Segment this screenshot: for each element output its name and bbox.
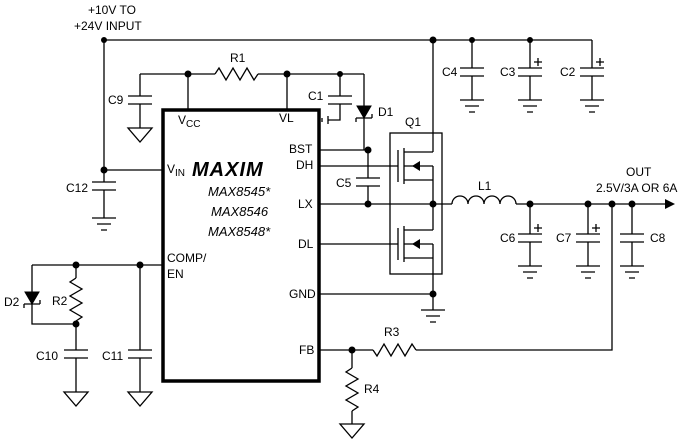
input-label-line1: +10V TO: [88, 3, 136, 17]
maxim-logo: MAXIM: [192, 159, 264, 181]
pin-dl: DL: [298, 237, 314, 251]
part-number-1: MAX8545*: [208, 184, 271, 199]
label-q1: Q1: [405, 115, 421, 129]
ground-icon: [576, 265, 600, 279]
label-c8: C8: [650, 231, 666, 245]
label-r4: R4: [364, 382, 380, 396]
part-number-2: MAX8546: [211, 204, 269, 219]
label-d1: D1: [378, 105, 394, 119]
label-c2: C2: [560, 65, 576, 79]
ground-icon: [620, 265, 644, 279]
pin-vl: VL: [279, 111, 294, 125]
resistor-r4: [344, 367, 360, 412]
resistor-r2: [68, 277, 84, 322]
pin-dh: DH: [296, 158, 313, 172]
label-c4: C4: [442, 65, 458, 79]
ground-icon: [421, 309, 445, 323]
label-r2: R2: [52, 294, 68, 308]
pin-bst: BST: [289, 142, 313, 156]
label-c11: C11: [102, 349, 123, 363]
ground-icon: [62, 391, 90, 407]
input-label-line2: +24V INPUT: [74, 19, 142, 33]
diode-d2: [24, 291, 40, 305]
part-number-3: MAX8548*: [208, 224, 271, 239]
label-c1: C1: [308, 89, 324, 103]
pin-fb: FB: [299, 343, 314, 357]
inductor-l1: [451, 195, 517, 205]
label-l1: L1: [478, 179, 492, 193]
label-c10: C10: [36, 349, 58, 363]
output-label-line2: 2.5V/3A OR 6A: [596, 181, 677, 195]
pin-gnd: GND: [289, 287, 316, 301]
label-r3: R3: [384, 325, 400, 339]
pin-lx: LX: [298, 197, 313, 211]
resistor-r3: [372, 342, 417, 358]
ground-icon: [92, 217, 116, 231]
ground-icon: [126, 127, 154, 143]
label-c3: C3: [500, 65, 516, 79]
diode-d1: [356, 105, 372, 119]
label-r1: R1: [230, 51, 246, 65]
pin-vcc: VCC: [178, 113, 200, 130]
ground-icon: [460, 99, 484, 113]
resistor-r1: [214, 66, 259, 82]
label-c7: C7: [556, 231, 572, 245]
label-c12: C12: [66, 181, 88, 195]
label-c6: C6: [500, 231, 516, 245]
ic-body: [161, 108, 321, 383]
pin-en: EN: [167, 267, 184, 281]
ground-icon: [518, 99, 542, 113]
pin-comp: COMP/: [167, 251, 207, 265]
ground-icon: [126, 391, 154, 407]
label-c5: C5: [336, 176, 352, 190]
ground-icon: [580, 99, 604, 113]
ground-icon: [338, 423, 366, 439]
ground-icon: [518, 265, 542, 279]
label-c9: C9: [108, 93, 124, 107]
pin-vin: VIN: [167, 162, 185, 179]
label-d2: D2: [4, 295, 20, 309]
output-label-line1: OUT: [626, 165, 652, 179]
